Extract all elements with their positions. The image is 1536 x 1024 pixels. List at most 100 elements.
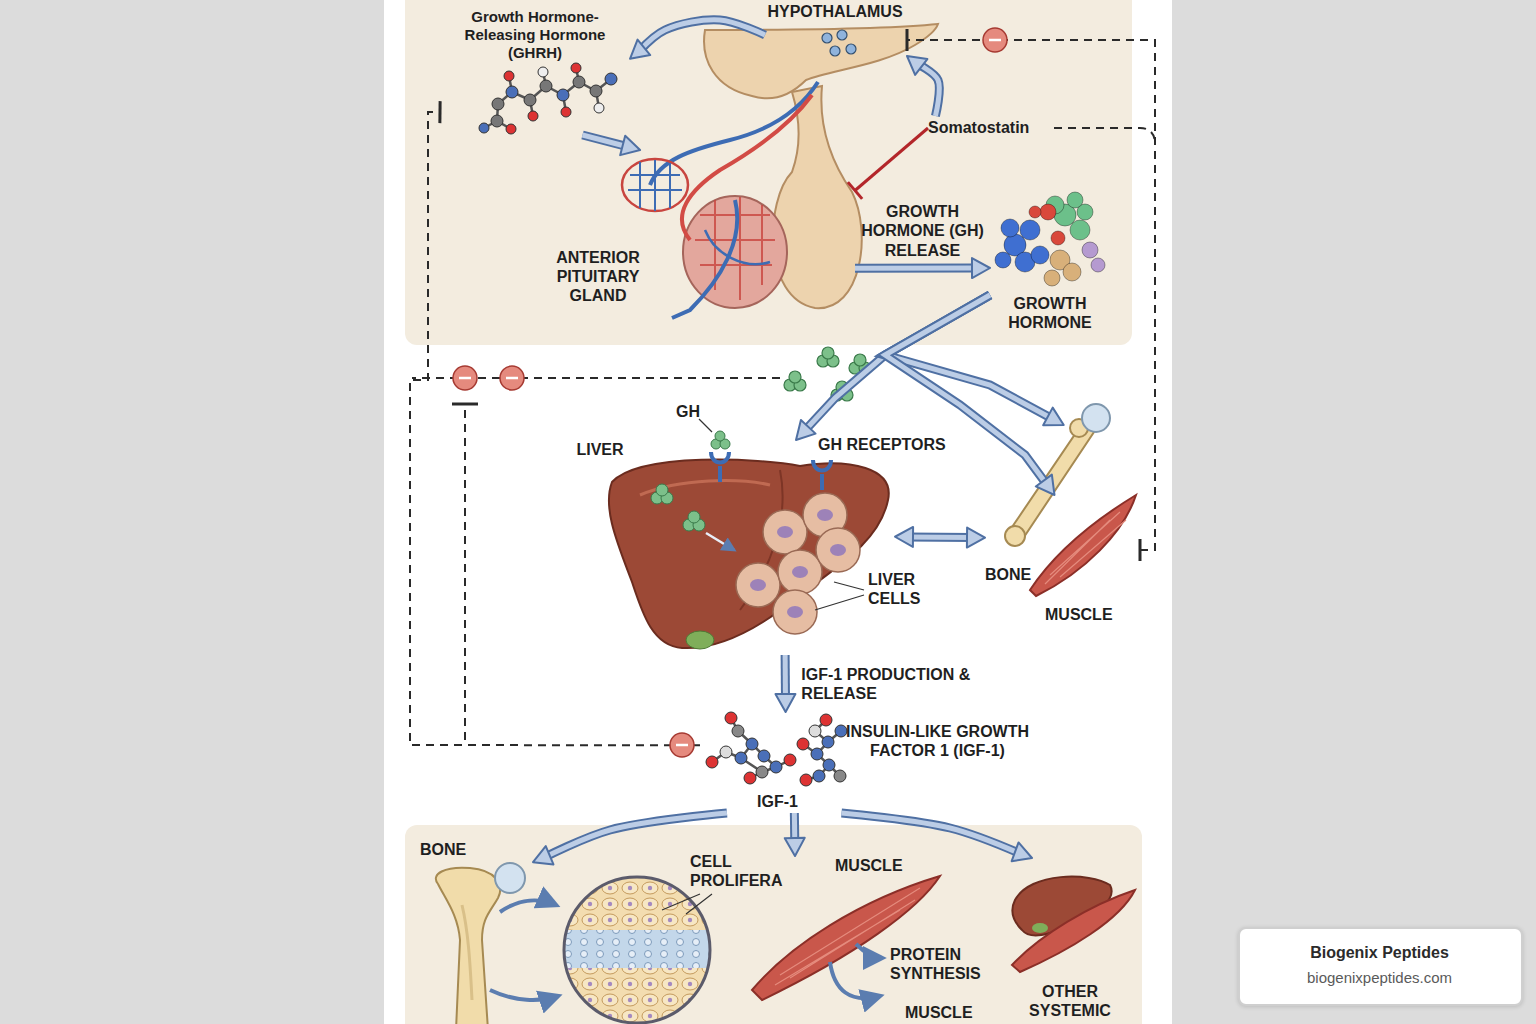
watermark-box: Biogenix Peptidesbiogenixpeptides.com [1238, 927, 1523, 1006]
arrow-head [972, 258, 990, 278]
liver-illustration [609, 459, 889, 648]
feedback-connector [907, 29, 1155, 561]
feedback-line [412, 377, 780, 379]
systemic-organs-illustration [1012, 877, 1135, 972]
ghrh-molecule [571, 63, 581, 73]
muscle-illustration [830, 962, 880, 998]
arrow-fill [916, 63, 939, 116]
liver-illustration [815, 582, 864, 610]
feedback-line [410, 112, 700, 745]
node-text: BONE [985, 565, 1045, 584]
flow-arrow [785, 813, 805, 856]
igf1-molecule [735, 752, 747, 764]
flow-arrow [775, 655, 795, 712]
ghrh-molecule [524, 94, 536, 106]
femur-illustration [462, 905, 472, 1000]
ghrh-molecule [491, 115, 503, 127]
panel [405, 0, 1142, 1024]
node-text: Biogenix Peptides [1240, 943, 1519, 962]
igf1-molecule [835, 725, 847, 737]
liver-illustration [830, 544, 846, 556]
arrow-outline [916, 63, 939, 116]
growth-hormone-protein [995, 192, 1105, 286]
arrow-head [1012, 842, 1032, 861]
femur-illustration [436, 868, 500, 1024]
arrow-head [533, 846, 553, 864]
arrow-head [1043, 408, 1064, 426]
arrow-outline [544, 813, 727, 858]
minus-symbol [453, 28, 1007, 757]
liver-illustration [792, 566, 808, 578]
muscle-illustration [1030, 495, 1136, 596]
minus-symbol [670, 733, 694, 757]
bone-illustration [1010, 424, 1094, 540]
growth-plate-inset [560, 874, 716, 1024]
node-text: LIVER [565, 440, 635, 459]
minus-symbol [506, 377, 518, 380]
ghrh-molecule [590, 85, 602, 97]
arrow-head [907, 56, 927, 75]
liver-illustration [787, 606, 803, 618]
flow-arrow [855, 258, 990, 278]
arrow-fill [544, 813, 727, 858]
inhibition-bar [438, 101, 441, 123]
inhibition-connector [848, 128, 928, 199]
igf1-molecule [744, 772, 756, 784]
hormone-dots [846, 44, 856, 54]
hormone-dots [837, 30, 847, 40]
igf1-molecule [770, 761, 782, 773]
part-label: MUSCLE [905, 1003, 985, 1022]
minus-symbol [670, 733, 694, 757]
arrow-outline [907, 532, 973, 542]
igf1-molecule [834, 770, 846, 782]
femur-illustration [495, 863, 525, 893]
arrow-head [785, 838, 805, 856]
bone-figure: BONE [985, 425, 1090, 586]
panel [405, 825, 1142, 1024]
ghrh-molecule [492, 98, 504, 110]
arrow-head [967, 528, 985, 548]
hypothalamus-illustration [628, 160, 682, 211]
arrow-outline [885, 295, 1053, 419]
femur-illustration [436, 863, 558, 1024]
organ-figure: OTHER SYSTEMIC [1005, 858, 1140, 1024]
feedback-line [1054, 128, 1155, 144]
liver-cells [816, 528, 860, 572]
ghrh-molecule [506, 124, 516, 134]
igf1-molecule [797, 738, 809, 750]
flow-arrow [583, 135, 641, 155]
igf1-molecule [706, 756, 718, 768]
minus-symbol [983, 28, 1007, 52]
igf1-molecule [732, 725, 744, 737]
arrow-outline [855, 264, 978, 273]
growth-hormone-protein [1044, 270, 1060, 286]
organ-figure: LIVER [565, 440, 895, 655]
igf1-molecule [820, 714, 832, 726]
node-text: BONE [420, 840, 480, 859]
liver-illustration [715, 431, 725, 441]
minus-symbol [983, 28, 1007, 52]
arrow-head [895, 527, 913, 547]
part-label: LIVER CELLS [868, 570, 938, 608]
inhibition-bar [452, 403, 478, 406]
growth-plate-inset [662, 894, 712, 914]
growth-hormone-protein [1051, 231, 1065, 245]
igf1-molecule [725, 712, 737, 724]
igf1-molecule [811, 748, 823, 760]
ghrh-molecule [504, 71, 514, 81]
igf1-molecule [712, 718, 790, 778]
ghrh-molecule [561, 107, 571, 117]
edge-label: GROWTH HORMONE (GH) RELEASE [853, 202, 993, 260]
growth-hormone-protein [1001, 219, 1019, 237]
arrow-head [630, 40, 650, 59]
igf1-molecule [823, 759, 835, 771]
arrow-outline [842, 813, 1021, 854]
liver-cells [736, 563, 780, 607]
minus-symbol [500, 366, 524, 390]
igf1-molecule [784, 754, 796, 766]
liver-cells [773, 590, 817, 634]
ghrh-molecule [528, 111, 538, 121]
liver-illustration [750, 579, 766, 591]
